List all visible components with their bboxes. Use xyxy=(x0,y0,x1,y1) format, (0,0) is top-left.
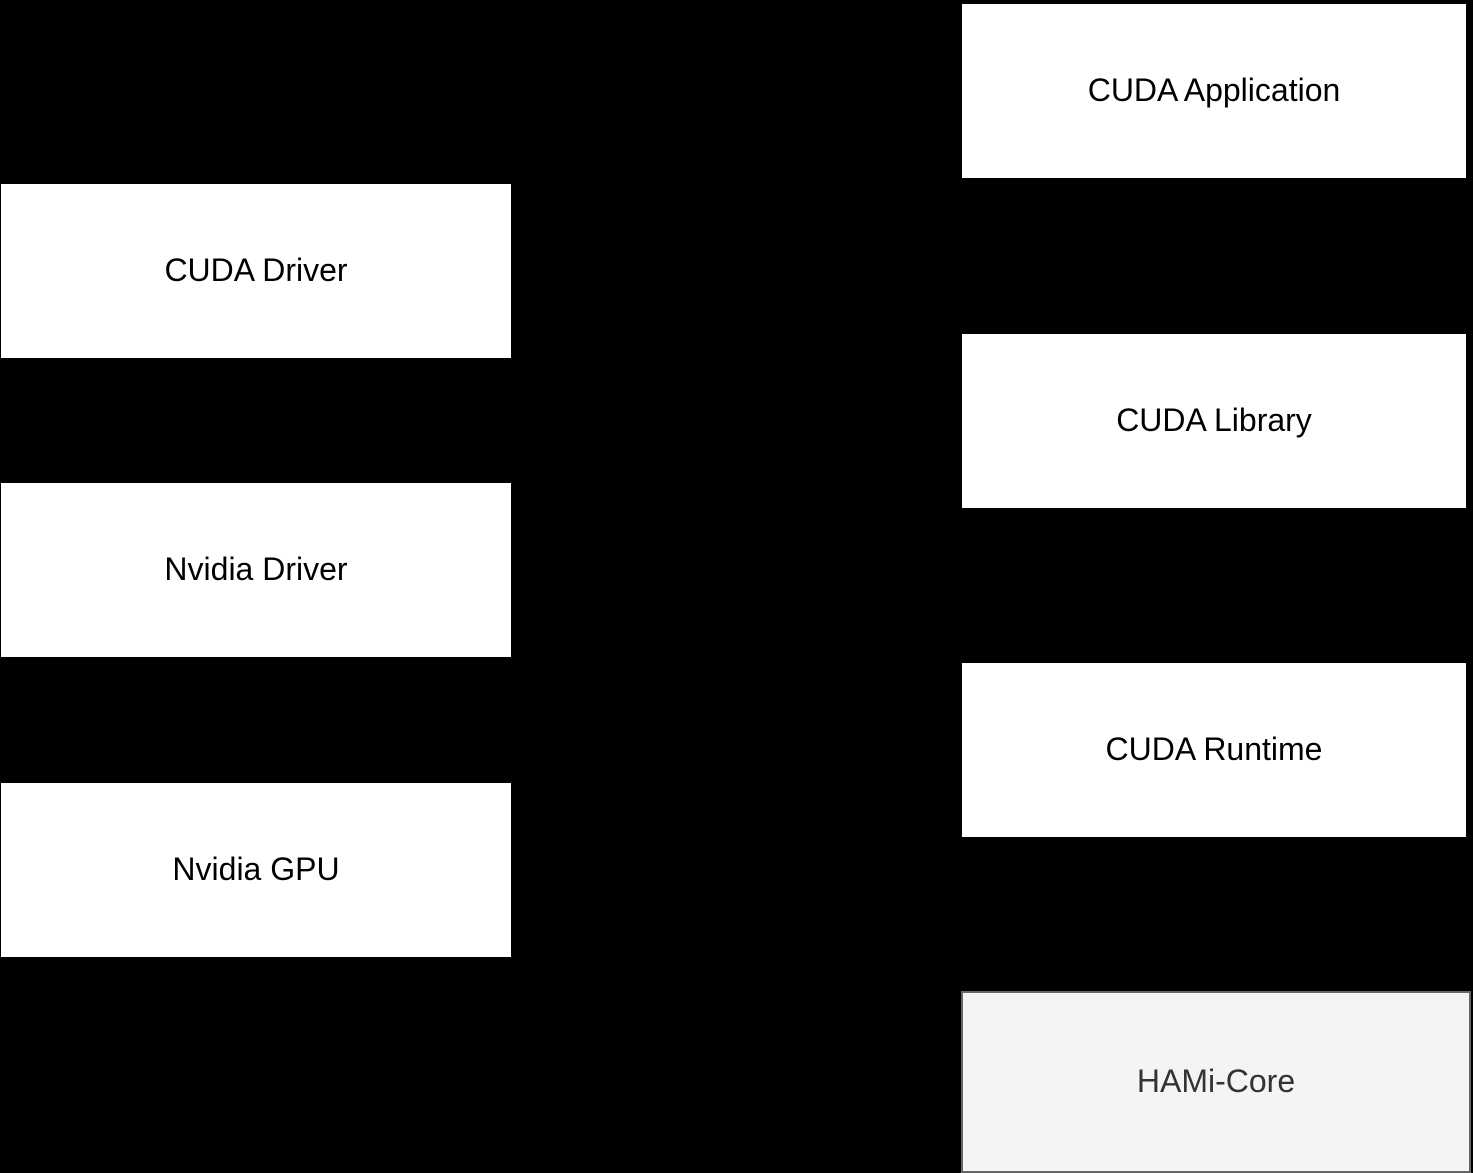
node-cuda-driver[interactable]: CUDA Driver xyxy=(0,183,512,359)
node-nvidia-gpu[interactable]: Nvidia GPU xyxy=(0,782,512,958)
node-label-cuda-library: CUDA Library xyxy=(1116,402,1312,439)
node-label-cuda-runtime: CUDA Runtime xyxy=(1105,731,1323,768)
node-label-hami-core: HAMi-Core xyxy=(1136,1063,1296,1100)
node-label-nvidia-driver: Nvidia Driver xyxy=(164,551,348,588)
node-cuda-library[interactable]: CUDA Library xyxy=(961,333,1467,509)
node-cuda-runtime[interactable]: CUDA Runtime xyxy=(961,662,1467,838)
node-hami-core[interactable]: HAMi-Core xyxy=(961,991,1471,1173)
node-nvidia-driver[interactable]: Nvidia Driver xyxy=(0,482,512,658)
node-label-nvidia-gpu: Nvidia GPU xyxy=(172,851,340,888)
node-label-cuda-driver: CUDA Driver xyxy=(164,252,348,289)
node-label-cuda-application: CUDA Application xyxy=(1087,72,1341,109)
node-cuda-application[interactable]: CUDA Application xyxy=(961,3,1467,179)
